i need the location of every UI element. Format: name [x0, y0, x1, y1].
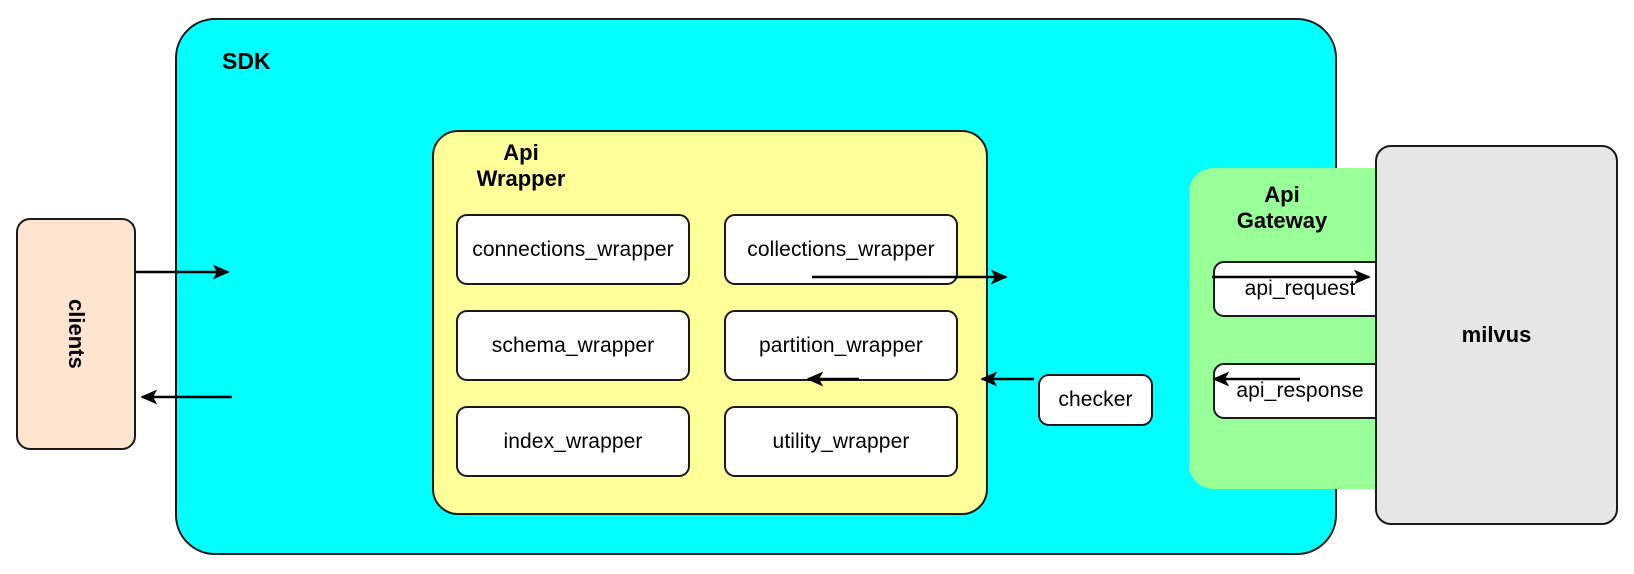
clients-label: clients [64, 299, 89, 369]
collections-wrapper-box[interactable]: collections_wrapper [724, 214, 958, 285]
api-gateway-label: Api Gateway [1236, 182, 1328, 233]
api-response-box[interactable]: api_response [1213, 363, 1387, 419]
checker-label: checker [1058, 388, 1133, 411]
api-wrapper-container[interactable]: Api Wrapper connections_wrapper collecti… [432, 130, 988, 515]
schema-wrapper-box[interactable]: schema_wrapper [456, 310, 690, 381]
partition-wrapper-label: partition_wrapper [759, 333, 923, 357]
index-wrapper-label: index_wrapper [503, 429, 643, 453]
utility-wrapper-label: utility_wrapper [772, 429, 910, 453]
api-wrapper-label: Api Wrapper [476, 140, 566, 191]
utility-wrapper-box[interactable]: utility_wrapper [724, 406, 958, 477]
checker-node[interactable]: checker [1038, 374, 1153, 426]
milvus-node[interactable]: milvus [1375, 145, 1618, 525]
index-wrapper-box[interactable]: index_wrapper [456, 406, 690, 477]
milvus-label: milvus [1461, 322, 1532, 347]
sdk-label: SDK [222, 48, 271, 74]
schema-wrapper-label: schema_wrapper [491, 333, 655, 357]
api-response-label: api_response [1236, 379, 1364, 402]
connections-wrapper-box[interactable]: connections_wrapper [456, 214, 690, 285]
clients-node[interactable]: clients [16, 218, 136, 450]
sdk-container[interactable]: SDK Api Wrapper connections_wrapper coll… [175, 18, 1415, 555]
collections-wrapper-label: collections_wrapper [747, 237, 935, 261]
api-request-box[interactable]: api_request [1213, 261, 1387, 317]
partition-wrapper-box[interactable]: partition_wrapper [724, 310, 958, 381]
api-request-label: api_request [1244, 277, 1356, 300]
connections-wrapper-label: connections_wrapper [472, 237, 674, 261]
